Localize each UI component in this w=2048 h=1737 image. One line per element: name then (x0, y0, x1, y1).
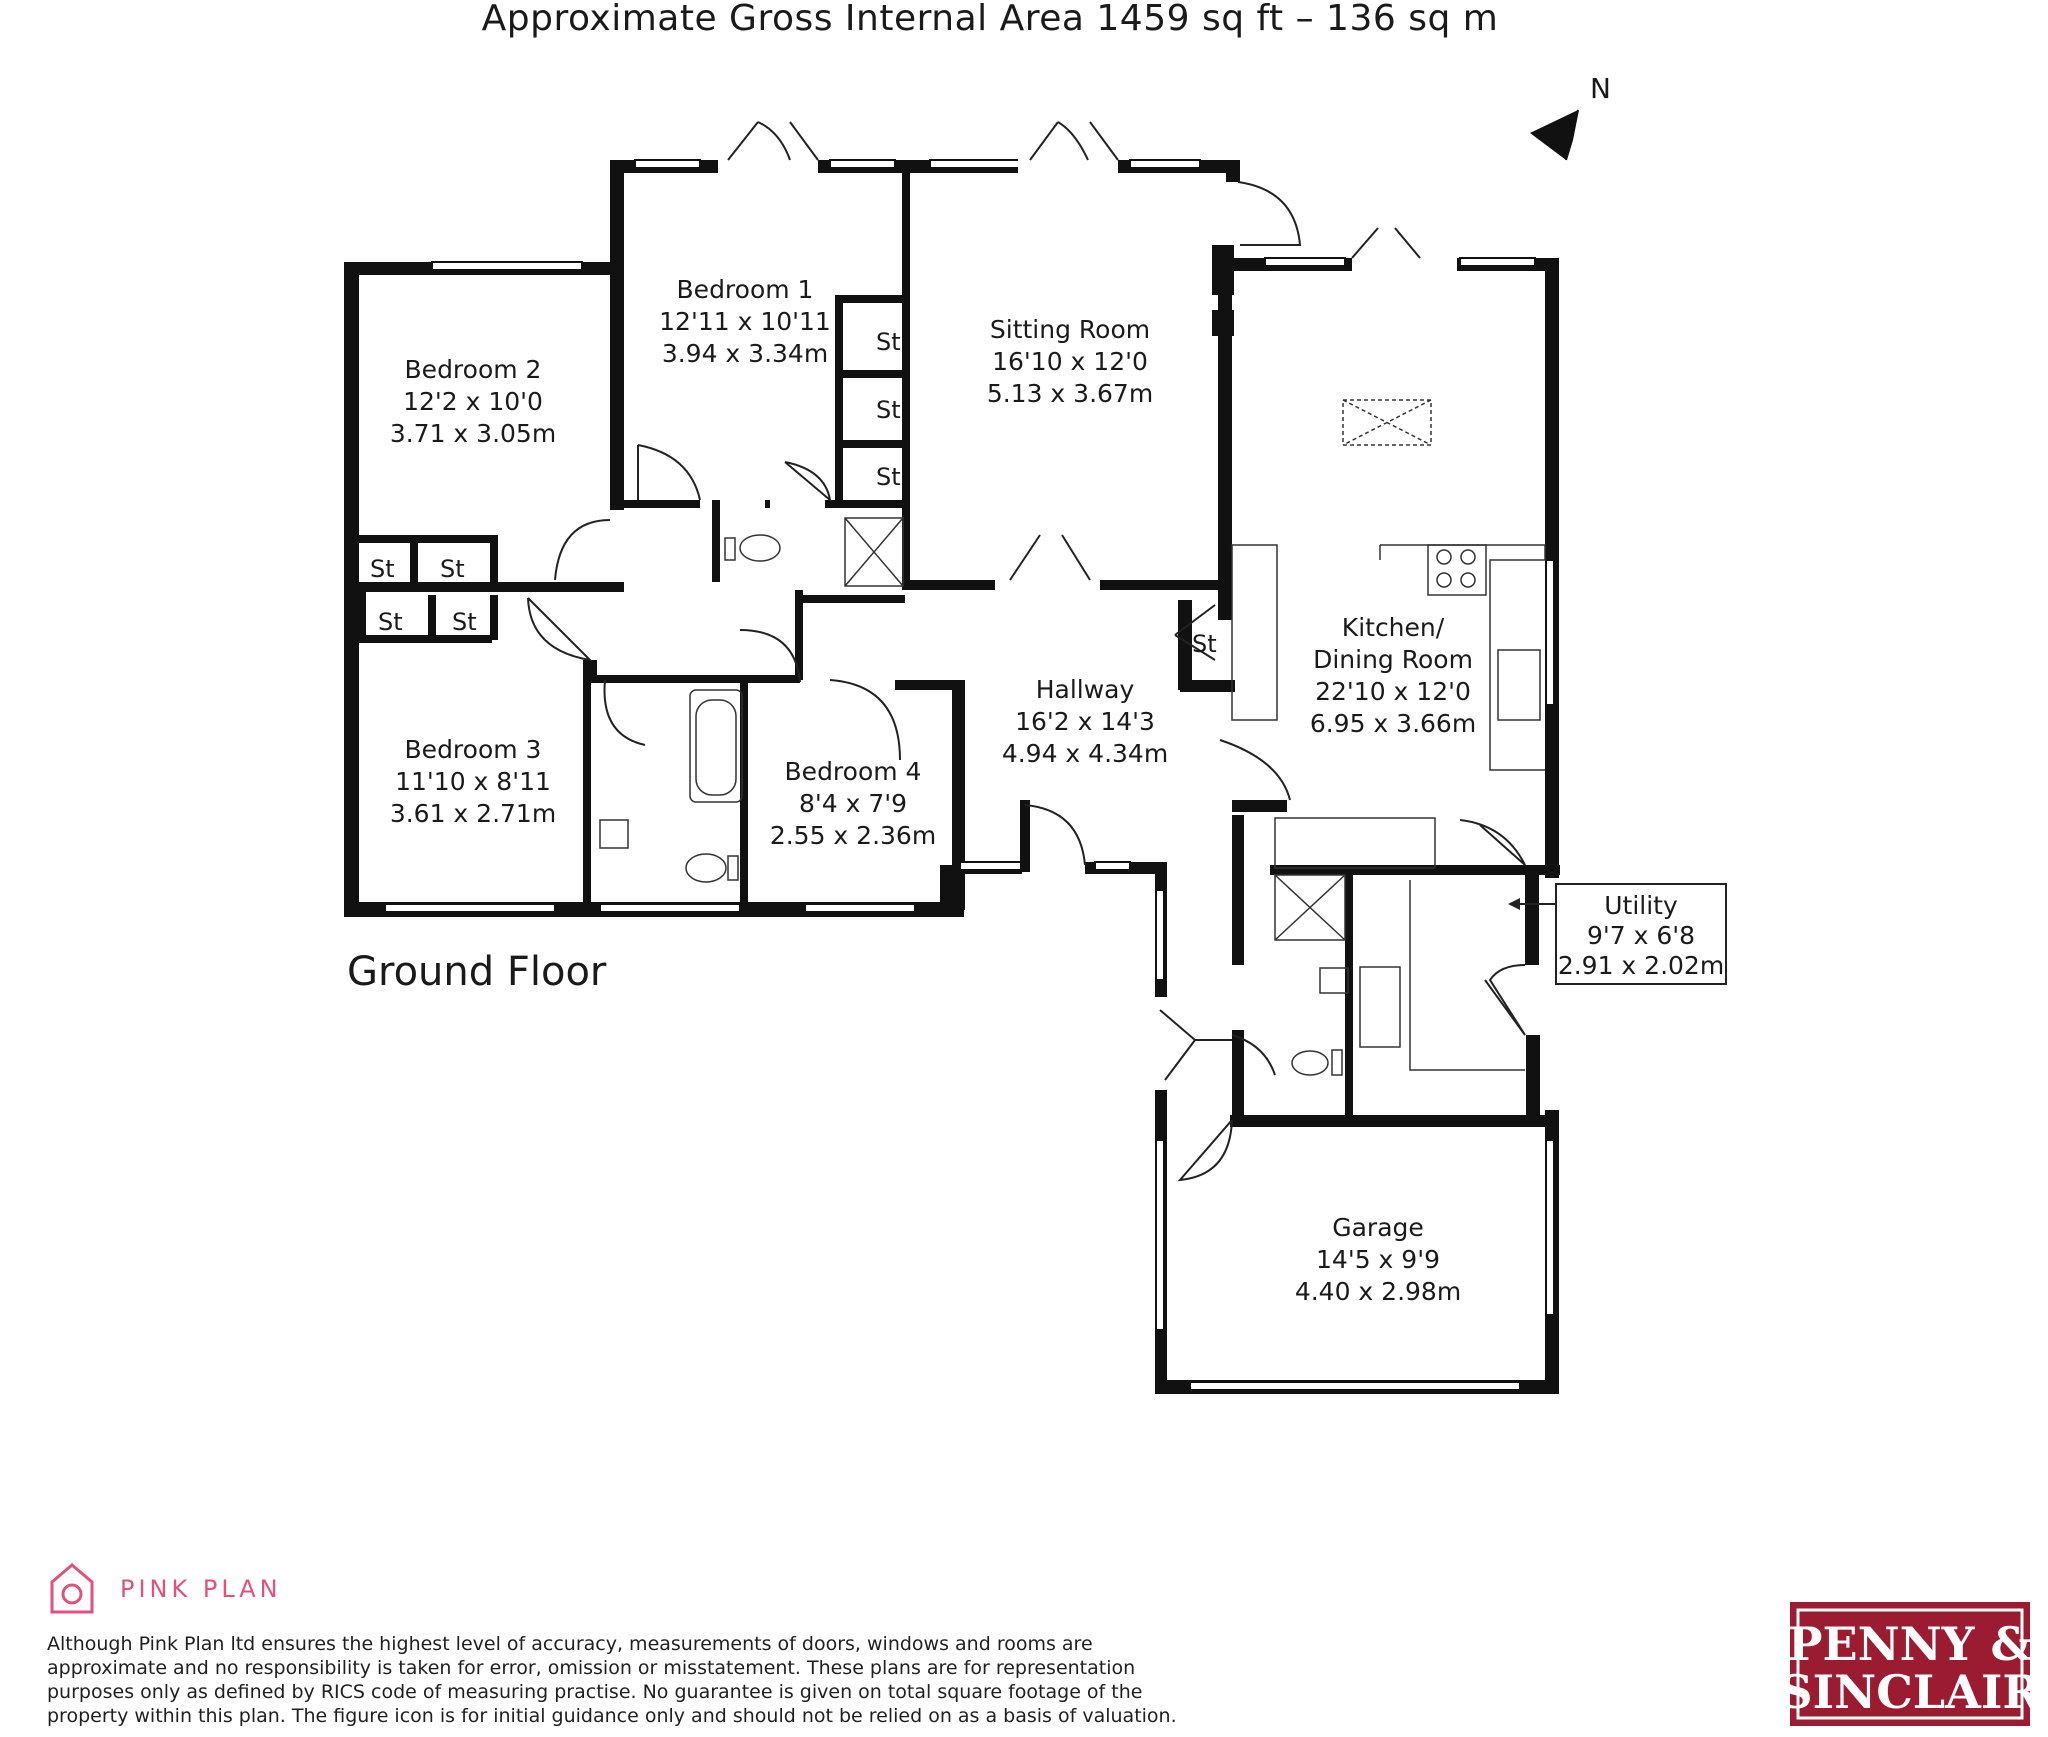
north-arrow-icon: N (1530, 72, 1611, 161)
storage-label: St (1192, 630, 1217, 658)
room-metric: 4.40 x 2.98m (1295, 1277, 1461, 1306)
room-label-kitchen: Kitchen/ Dining Room 22'10 x 12'0 6.95 x… (1310, 613, 1476, 738)
storage-label: St (370, 555, 395, 583)
room-imperial: 14'5 x 9'9 (1316, 1245, 1440, 1274)
storage-label: St (876, 463, 901, 491)
room-label-bedroom4: Bedroom 4 8'4 x 7'9 2.55 x 2.36m (770, 757, 936, 850)
disclaimer: Although Pink Plan ltd ensures the highe… (47, 1633, 1177, 1727)
storage-label: St (876, 328, 901, 356)
room-label-bedroom3: Bedroom 3 11'10 x 8'11 3.61 x 2.71m (390, 735, 556, 828)
penny-sinclair-logo: PENNY & SINCLAIR (1779, 1602, 2041, 1726)
logo-line-2: SINCLAIR (1779, 1665, 2041, 1719)
room-name: Bedroom 1 (677, 275, 814, 304)
pink-plan-wordmark: PINK PLAN (120, 1575, 282, 1603)
room-name: Kitchen/ (1342, 613, 1445, 642)
disclaimer-line: purposes only as defined by RICS code of… (47, 1681, 1142, 1703)
walls (344, 155, 1560, 1394)
room-name: Bedroom 2 (405, 355, 542, 384)
room-label-sitting-room: Sitting Room 16'10 x 12'0 5.13 x 3.67m (987, 315, 1153, 408)
storage-labels: St St St St St St St St (370, 328, 1217, 658)
compass-label: N (1590, 72, 1611, 105)
room-imperial: 12'2 x 10'0 (403, 387, 543, 416)
page-title: Approximate Gross Internal Area 1459 sq … (482, 0, 1499, 39)
door-swings (527, 121, 1526, 1182)
disclaimer-line: Although Pink Plan ltd ensures the highe… (47, 1633, 1093, 1655)
disclaimer-line: property within this plan. The figure ic… (47, 1705, 1177, 1727)
room-metric: 2.55 x 2.36m (770, 821, 936, 850)
room-imperial: 12'11 x 10'11 (659, 307, 831, 336)
storage-label: St (876, 396, 901, 424)
room-label-bedroom2: Bedroom 2 12'2 x 10'0 3.71 x 3.05m (390, 355, 556, 448)
room-imperial: 8'4 x 7'9 (799, 789, 907, 818)
room-label-utility: Utility 9'7 x 6'8 2.91 x 2.02m (1508, 883, 1727, 985)
storage-label: St (440, 555, 465, 583)
room-name: Sitting Room (990, 315, 1150, 344)
room-metric: 5.13 x 3.67m (987, 379, 1153, 408)
room-metric: 4.94 x 4.34m (1002, 739, 1168, 768)
room-name: Garage (1332, 1213, 1424, 1242)
room-label-garage: Garage 14'5 x 9'9 4.40 x 2.98m (1295, 1213, 1461, 1306)
room-imperial: 16'10 x 12'0 (992, 347, 1148, 376)
room-metric: 3.71 x 3.05m (390, 419, 556, 448)
room-name: Utility (1604, 891, 1678, 920)
pink-plan-logo: PINK PLAN (50, 1563, 282, 1614)
floor-label: Ground Floor (347, 949, 607, 995)
storage-label: St (452, 608, 477, 636)
fixtures (599, 399, 1546, 1076)
room-imperial: 11'10 x 8'11 (395, 767, 551, 796)
room-metric: 3.94 x 3.34m (662, 339, 828, 368)
disclaimer-line: approximate and no responsibility is tak… (47, 1657, 1135, 1679)
room-name: Bedroom 4 (785, 757, 922, 786)
storage-label: St (378, 608, 403, 636)
room-label-hallway: Hallway 16'2 x 14'3 4.94 x 4.34m (1002, 675, 1168, 768)
room-label-bedroom1: Bedroom 1 12'11 x 10'11 3.94 x 3.34m (659, 275, 831, 368)
room-metric: 2.91 x 2.02m (1558, 951, 1724, 980)
room-imperial: 9'7 x 6'8 (1587, 921, 1695, 950)
room-name-2: Dining Room (1313, 645, 1473, 674)
room-metric: 6.95 x 3.66m (1310, 709, 1476, 738)
logo-line-1: PENNY & (1788, 1617, 2032, 1671)
room-name: Bedroom 3 (405, 735, 542, 764)
room-imperial: 22'10 x 12'0 (1315, 677, 1471, 706)
room-imperial: 16'2 x 14'3 (1015, 707, 1155, 736)
room-name: Hallway (1036, 675, 1135, 704)
room-metric: 3.61 x 2.71m (390, 799, 556, 828)
